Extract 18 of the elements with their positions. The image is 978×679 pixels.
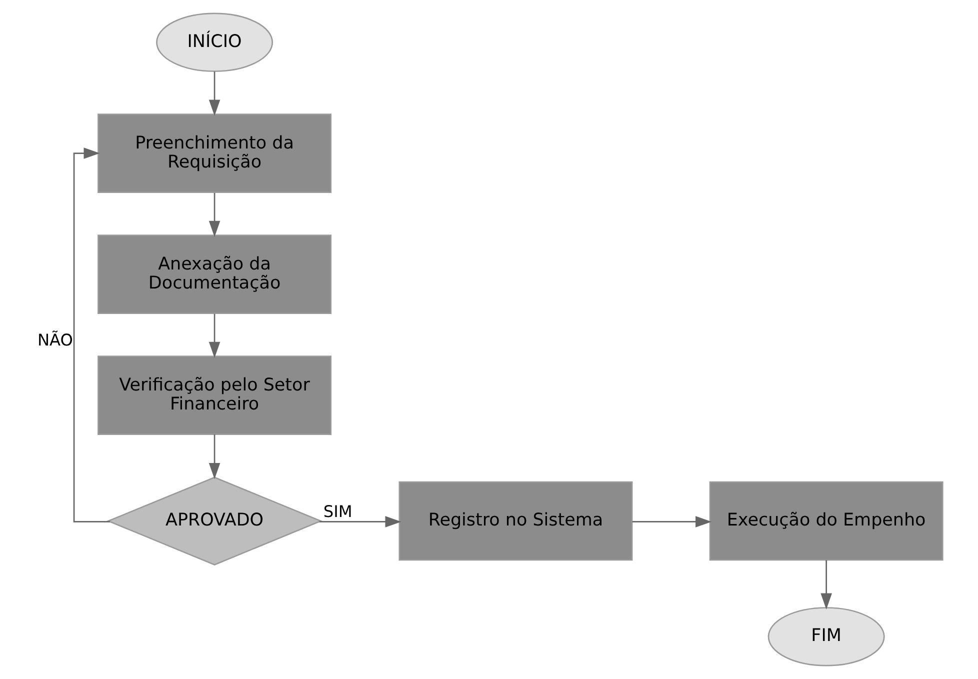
arrow bbox=[820, 560, 832, 610]
edge-label: SIM bbox=[322, 502, 352, 522]
node-box: Registro no Sistema bbox=[398, 481, 632, 561]
arrow bbox=[208, 434, 220, 480]
arrow bbox=[318, 516, 401, 528]
node-box: Verificação pelo Setor Financeiro bbox=[97, 356, 332, 435]
node-box: Anexação da Documentação bbox=[97, 234, 332, 314]
arrow bbox=[208, 72, 220, 116]
arrow bbox=[208, 314, 220, 358]
arrow bbox=[72, 148, 110, 522]
node-ellipse: INÍCIO bbox=[156, 12, 273, 72]
arrow bbox=[208, 192, 220, 238]
node-box: Preenchimento da Requisição bbox=[97, 114, 332, 193]
edge-label: NÃO bbox=[36, 330, 72, 350]
node-diamond: APROVADO bbox=[106, 476, 322, 566]
node-box: Execução do Empenho bbox=[708, 481, 943, 561]
arrow bbox=[632, 516, 712, 528]
node-ellipse: FIM bbox=[767, 607, 884, 666]
